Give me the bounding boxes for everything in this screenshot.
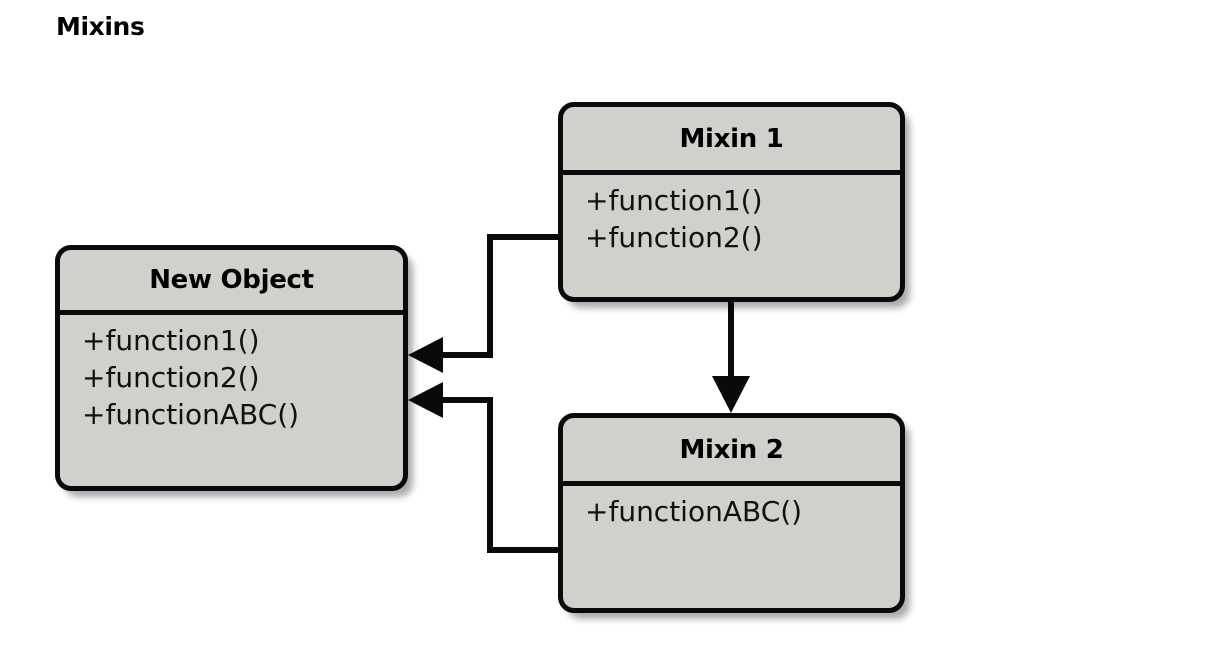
connector-mixin2-to-new-object <box>408 382 560 553</box>
uml-class-mixin-1[interactable]: Mixin 1 +function1() +function2() <box>558 102 905 302</box>
arrowhead-icon <box>408 382 443 418</box>
uml-member: +function2() <box>585 220 763 254</box>
uml-class-title: Mixin 2 <box>563 418 900 486</box>
uml-member: +function1() <box>585 184 763 217</box>
uml-class-title: Mixin 1 <box>563 107 900 175</box>
arrowhead-icon <box>712 376 750 413</box>
uml-member: +functionABC() <box>585 495 803 528</box>
page-title: Mixins <box>56 12 145 41</box>
uml-member: +functionABC() <box>82 397 300 431</box>
uml-member: +function1() <box>82 324 260 357</box>
uml-class-mixin-2[interactable]: Mixin 2 +functionABC() <box>558 413 905 613</box>
uml-member-list: +function1() +function2() <box>563 175 900 257</box>
uml-member-list: +functionABC() <box>563 486 900 531</box>
arrowhead-icon <box>408 337 443 373</box>
connector-mixin1-to-new-object <box>408 234 560 373</box>
connector-mixin1-to-mixin2 <box>712 300 750 413</box>
uml-class-new-object[interactable]: New Object +function1() +function2() +fu… <box>55 245 408 491</box>
uml-class-title: New Object <box>60 250 403 315</box>
uml-member: +function2() <box>82 360 260 394</box>
uml-member-list: +function1() +function2() +functionABC() <box>60 315 403 434</box>
